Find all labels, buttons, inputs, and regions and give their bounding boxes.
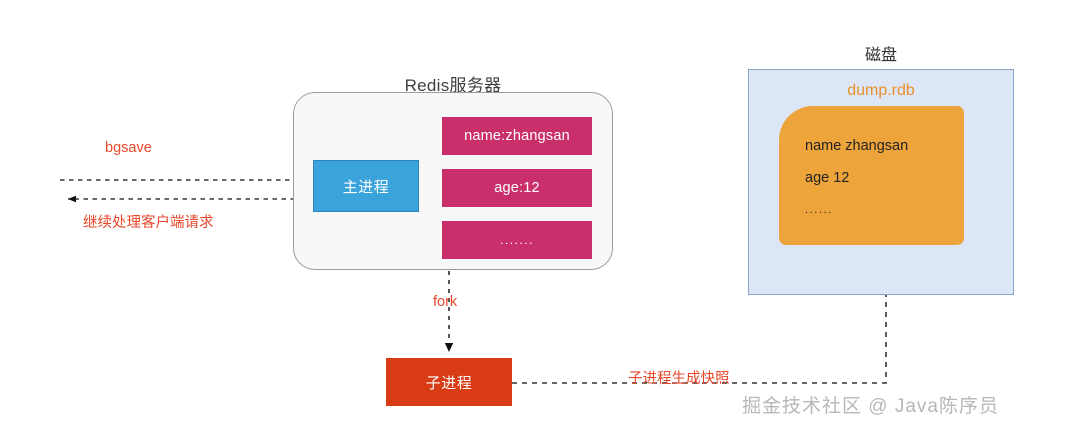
rdb-line-age: age 12 (805, 170, 850, 186)
rdb-line-ellipsis: ...... (805, 204, 833, 216)
label-fork: fork (433, 294, 458, 310)
server-title: Redis服务器 (404, 76, 502, 95)
label-bgsave: bgsave (105, 140, 152, 156)
watermark: 掘金技术社区 @ Java陈序员 (742, 396, 999, 417)
disk-title: 磁盘 (864, 47, 897, 64)
label-continue-serving: 继续处理客户端请求 (83, 215, 214, 231)
data-entry-name: name:zhangsan (442, 117, 592, 155)
main-process-box[interactable]: 主进程 (313, 160, 419, 212)
dump-rdb-label: dump.rdb (847, 82, 915, 99)
rdb-line-name: name zhangsan (805, 138, 909, 154)
data-entry-ellipsis: ....... (442, 221, 592, 259)
wire-snapshot (512, 252, 891, 384)
child-process-box[interactable]: 子进程 (386, 358, 512, 406)
data-entry-age: age:12 (442, 169, 592, 207)
label-snapshot: 子进程生成快照 (628, 371, 730, 387)
rdb-file-shape: name zhangsan age 12 ...... (779, 106, 964, 245)
